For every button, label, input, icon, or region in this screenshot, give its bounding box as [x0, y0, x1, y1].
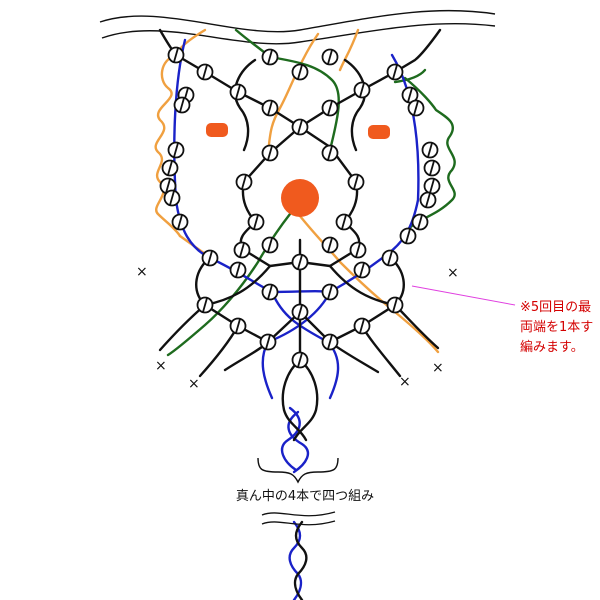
circle-slash-icon — [386, 63, 404, 81]
circle-slash-icon — [201, 249, 219, 267]
circle-slash-icon — [167, 141, 185, 159]
circle-slash-icon — [419, 191, 437, 209]
circle-slash-icon — [291, 303, 309, 321]
circle-slash-icon — [259, 333, 277, 351]
cross-mark-icon: × — [155, 358, 167, 374]
circle-slash-icon — [291, 351, 309, 369]
knot-marks — [159, 46, 441, 369]
circle-slash-icon — [335, 213, 353, 231]
circle-slash-icon — [321, 99, 339, 117]
circle-slash-icon — [381, 249, 399, 267]
circle-slash-icon — [233, 241, 251, 259]
curly-brace-icon — [257, 457, 339, 484]
circle-slash-icon — [423, 177, 441, 195]
circle-slash-icon — [321, 144, 339, 162]
circle-slash-icon — [171, 213, 189, 231]
circle-slash-icon — [196, 63, 214, 81]
circle-slash-icon — [261, 48, 279, 66]
circle-slash-icon — [247, 213, 265, 231]
circle-slash-icon — [229, 317, 247, 335]
note-line-1: ※5回目の最 — [520, 300, 591, 315]
beads — [206, 123, 390, 217]
note-line-2: 両端を1本す — [520, 320, 593, 335]
circle-slash-icon — [353, 261, 371, 279]
circle-slash-icon — [261, 283, 279, 301]
circle-slash-icon — [161, 159, 179, 177]
cross-mark-icon: × — [136, 264, 148, 280]
circle-slash-icon — [321, 48, 339, 66]
cross-mark-icon: × — [432, 360, 444, 376]
end-marks: × × × × × × — [136, 264, 459, 392]
circle-slash-icon — [407, 99, 425, 117]
bead-icon — [368, 125, 390, 139]
circle-slash-icon — [321, 283, 339, 301]
note-leader-line — [411, 285, 516, 306]
circle-slash-icon — [411, 213, 429, 231]
top-cord-wave — [99, 9, 496, 45]
cross-mark-icon: × — [447, 265, 459, 281]
circle-slash-icon — [261, 99, 279, 117]
circle-slash-icon — [173, 96, 191, 114]
braid-caption: 真ん中の4本で四つ組み — [236, 489, 374, 504]
circle-slash-icon — [261, 236, 279, 254]
circle-slash-icon — [167, 46, 185, 64]
circle-slash-icon — [421, 141, 439, 159]
note-line-3: 編みます。 — [520, 339, 584, 355]
circle-slash-icon — [353, 81, 371, 99]
circle-slash-icon — [423, 159, 441, 177]
circle-slash-icon — [399, 227, 417, 245]
circle-slash-icon — [321, 333, 339, 351]
circle-slash-icon — [235, 173, 253, 191]
circle-slash-icon — [347, 173, 365, 191]
circle-slash-icon — [349, 241, 367, 259]
note-text: ※5回目の最 両端を1本す 編みます。 — [520, 300, 593, 355]
cut-mark — [261, 511, 336, 526]
circle-slash-icon — [386, 296, 404, 314]
circle-slash-icon — [291, 253, 309, 271]
circle-slash-icon — [291, 118, 309, 136]
braid-bottom — [288, 520, 308, 600]
cross-mark-icon: × — [399, 374, 411, 390]
bead-icon — [206, 123, 228, 137]
circle-slash-icon — [163, 189, 181, 207]
cross-mark-icon: × — [188, 376, 200, 392]
bead-icon — [281, 179, 319, 217]
circle-slash-icon — [321, 236, 339, 254]
circle-slash-icon — [353, 317, 371, 335]
circle-slash-icon — [291, 63, 309, 81]
circle-slash-icon — [229, 261, 247, 279]
circle-slash-icon — [261, 144, 279, 162]
circle-slash-icon — [196, 296, 214, 314]
circle-slash-icon — [229, 83, 247, 101]
black-cords — [158, 28, 442, 442]
